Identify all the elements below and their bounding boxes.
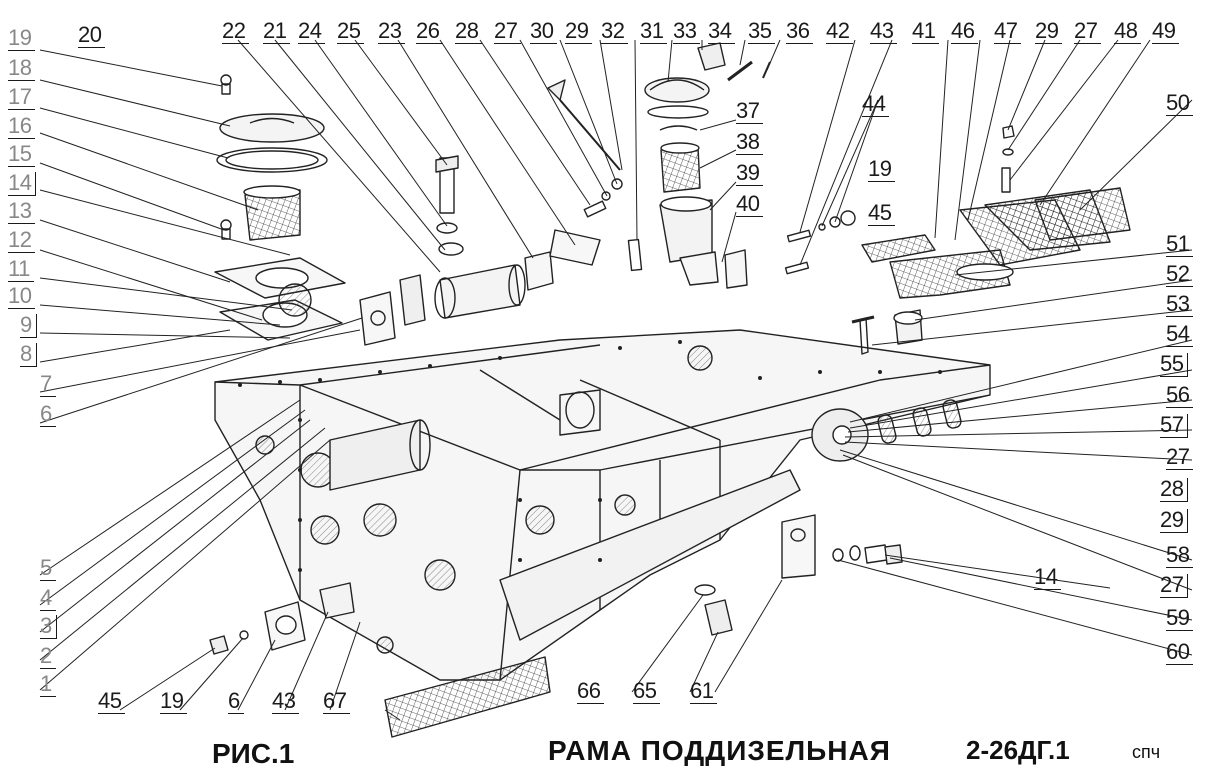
- part-number-label: 15: [8, 143, 36, 167]
- drawing-suffix: спч: [1132, 742, 1161, 762]
- part-number-label: 18: [8, 57, 36, 81]
- part-number-label: 31: [640, 20, 668, 44]
- part-number-label: 27: [494, 20, 522, 44]
- part-number-label: 16: [8, 115, 36, 139]
- part-number-label: 39: [736, 162, 764, 186]
- part-number-label: 7: [40, 373, 56, 397]
- part-number-label: 19: [160, 690, 188, 714]
- filler-cover-assembly: [214, 74, 346, 341]
- part-number-label: 3: [40, 615, 57, 639]
- part-number-label: 6: [40, 403, 56, 427]
- part-number-label: 29: [1160, 509, 1189, 533]
- part-number-label: 40: [736, 193, 764, 217]
- part-number-label: 67: [323, 690, 351, 714]
- part-number-label: 2: [40, 645, 56, 669]
- part-number-label: 49: [1152, 20, 1180, 44]
- part-number-label: 53: [1166, 293, 1194, 317]
- part-number-label: 12: [8, 229, 36, 253]
- part-number-label: 14: [1034, 566, 1062, 590]
- part-number-label: 42: [826, 20, 854, 44]
- part-number-label: 33: [673, 20, 701, 44]
- figure-caption: РИС.1: [212, 738, 295, 769]
- part-number-label: 65: [633, 680, 661, 704]
- part-number-label: 48: [1114, 20, 1142, 44]
- part-number-label: 50: [1166, 92, 1194, 116]
- part-number-label: 56: [1166, 384, 1194, 408]
- part-number-label: 66: [577, 680, 605, 704]
- part-number-label: 14: [8, 172, 37, 196]
- part-number-label: 44: [862, 93, 890, 117]
- part-number-label: 13: [8, 200, 36, 224]
- part-number-label: 4: [40, 587, 56, 611]
- part-number-label: 43: [870, 20, 898, 44]
- part-number-label: 29: [1035, 20, 1063, 44]
- part-number-label: 37: [736, 100, 764, 124]
- part-number-label: 41: [912, 20, 940, 44]
- part-number-label: 52: [1166, 263, 1194, 287]
- breather-pipe-assembly: [359, 155, 601, 346]
- part-number-label: 57: [1160, 414, 1189, 438]
- part-number-label: 17: [8, 86, 36, 110]
- part-number-label: 19: [868, 158, 896, 182]
- part-number-label: 11: [8, 258, 34, 282]
- part-number-label: 51: [1166, 233, 1194, 257]
- part-number-label: 5: [40, 557, 56, 581]
- part-number-label: 61: [690, 680, 718, 704]
- part-number-label: 1: [40, 673, 56, 697]
- part-number-label: 60: [1166, 641, 1194, 665]
- part-number-label: 45: [868, 202, 896, 226]
- part-number-label: 25: [337, 20, 365, 44]
- part-number-label: 55: [1160, 353, 1189, 377]
- part-number-label: 20: [78, 24, 106, 48]
- part-number-label: 47: [994, 20, 1022, 44]
- part-number-label: 34: [708, 20, 736, 44]
- main-frame: [214, 329, 991, 681]
- part-number-label: 36: [786, 20, 814, 44]
- part-number-label: 32: [601, 20, 629, 44]
- part-number-label: 38: [736, 131, 764, 155]
- part-number-label: 28: [455, 20, 483, 44]
- part-number-label: 58: [1166, 544, 1194, 568]
- part-number-label: 21: [263, 20, 291, 44]
- part-number-label: 27: [1074, 20, 1102, 44]
- drawing-title: РАМА ПОДДИЗЕЛЬНАЯ: [548, 735, 891, 766]
- part-number-label: 26: [416, 20, 444, 44]
- part-number-label: 35: [748, 20, 776, 44]
- studs-and-nuts: [784, 125, 1015, 355]
- part-number-label: 24: [298, 20, 326, 44]
- part-number-label: 30: [530, 20, 558, 44]
- part-number-label: 45: [98, 690, 126, 714]
- part-number-label: 27: [1166, 446, 1194, 470]
- part-number-label: 19: [8, 27, 36, 51]
- leader-lines: [39, 39, 1193, 721]
- part-number-label: 59: [1166, 607, 1194, 631]
- part-number-label: 28: [1160, 478, 1189, 502]
- part-number-label: 43: [272, 690, 300, 714]
- bottom-fittings: [209, 514, 903, 738]
- part-number-label: 46: [951, 20, 979, 44]
- floor-grating-panels: [861, 187, 1131, 299]
- part-number-label: 23: [378, 20, 406, 44]
- part-number-label: 10: [8, 285, 36, 309]
- part-number-label: 22: [222, 20, 250, 44]
- drawing-code: 2-26ДГ.1: [966, 735, 1070, 765]
- part-number-label: 9: [20, 314, 37, 338]
- part-number-label: 27: [1160, 574, 1189, 598]
- part-number-label: 29: [565, 20, 593, 44]
- part-number-label: 6: [228, 690, 244, 714]
- part-number-label: 54: [1166, 323, 1194, 347]
- part-number-label: 8: [20, 343, 37, 367]
- oil-filler-assembly: [547, 42, 771, 289]
